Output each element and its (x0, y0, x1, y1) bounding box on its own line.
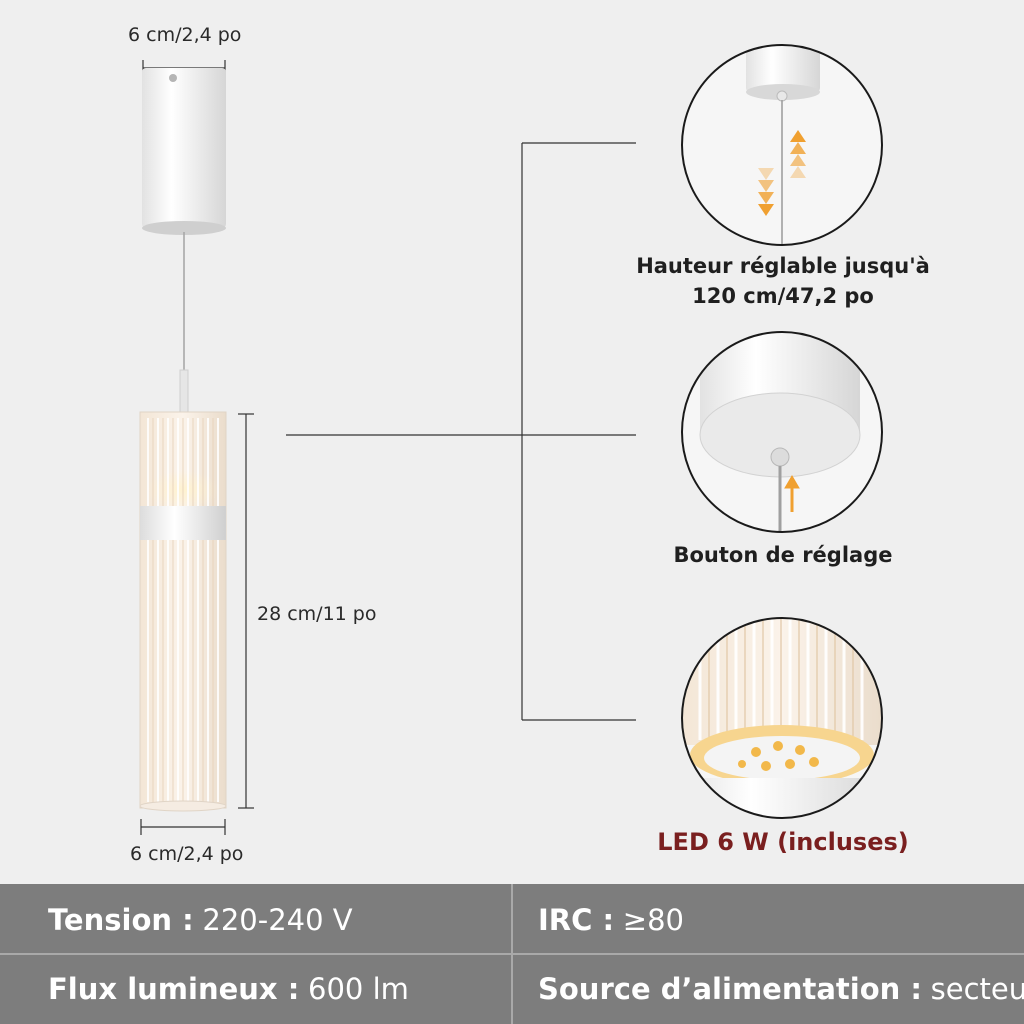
caption-led: LED 6 W (incluses) (657, 828, 909, 856)
spec-power-source-label: Source d’alimentation : (538, 972, 922, 1006)
caption-height-line1: Hauteur réglable jusqu'à (636, 254, 930, 278)
spec-flux: Flux lumineux : 600 lm (48, 955, 409, 1023)
spec-divider-vertical (511, 884, 513, 1024)
detail-adjust-button (681, 331, 883, 533)
spec-voltage-label: Tension : (48, 903, 194, 937)
callout-lines (286, 142, 636, 721)
caption-height-line2: 120 cm/47,2 po (692, 284, 874, 308)
spec-cri-label: IRC : (538, 903, 615, 937)
glass-shade (139, 411, 227, 812)
detail-led (681, 617, 883, 819)
height-dimension-marker (238, 413, 254, 809)
spec-voltage-value: 220-240 V (202, 903, 353, 937)
bottom-width-label: 6 cm/2,4 po (130, 843, 244, 865)
cable-connector (179, 369, 189, 413)
detail-height-adjust (681, 44, 883, 246)
bottom-dimension-marker (140, 819, 226, 835)
led-chips (738, 741, 819, 771)
top-width-label: 6 cm/2,4 po (128, 24, 242, 46)
down-arrow-icon (758, 168, 774, 216)
spec-power-source: Source d’alimentation : secteur (538, 955, 1024, 1023)
up-arrow-icon (790, 130, 806, 178)
product-illustration: 6 cm/2,4 po 28 cm/11 po 6 cm/2,4 po Haut… (128, 24, 966, 865)
shade-height-label: 28 cm/11 po (257, 603, 377, 625)
arrow-up-icon (784, 475, 800, 512)
spec-cri: IRC : ≥80 (538, 886, 684, 954)
caption-adjust-button: Bouton de réglage (673, 543, 893, 567)
spec-power-source-value: secteur (930, 972, 1024, 1006)
spec-flux-label: Flux lumineux : (48, 972, 300, 1006)
lamp-drawing (139, 44, 883, 835)
spec-cri-value: ≥80 (622, 903, 684, 937)
ceiling-canopy (142, 68, 226, 235)
caption-height-adjust: Hauteur réglable jusqu'à 120 cm/47,2 po (600, 251, 966, 311)
spec-flux-value: 600 lm (308, 972, 409, 1006)
spec-voltage: Tension : 220-240 V (48, 886, 353, 954)
